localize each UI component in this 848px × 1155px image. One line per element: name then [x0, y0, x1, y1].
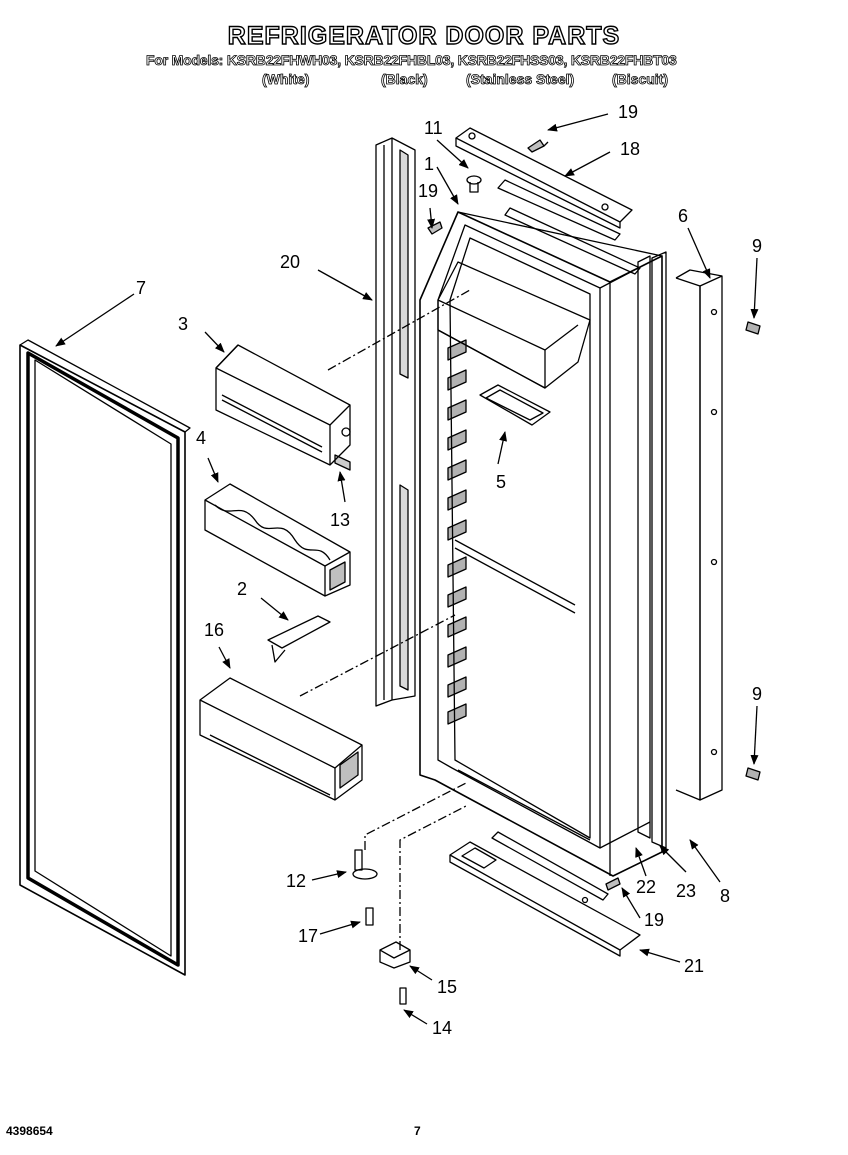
hinge-block — [379, 941, 411, 969]
callout-19-left: 19 — [418, 181, 438, 201]
hinge-pin — [352, 849, 378, 880]
dairy-door-hinge-pin — [334, 454, 351, 471]
door-bin — [199, 677, 363, 801]
callout-6: 6 — [678, 206, 688, 226]
bin-retainer-clip — [267, 615, 331, 663]
color-white: (White) — [262, 71, 310, 88]
screw-right-trim-top — [745, 321, 761, 335]
color-black: (Black) — [381, 71, 428, 88]
callout-21: 21 — [684, 956, 704, 976]
callout-8: 8 — [720, 886, 730, 906]
small-tray — [479, 384, 551, 426]
callout-20: 20 — [280, 252, 300, 272]
callout-16: 16 — [204, 620, 224, 640]
callout-19-top: 19 — [618, 102, 638, 122]
dairy-compartment — [215, 344, 351, 466]
callout-14: 14 — [432, 1018, 452, 1038]
callout-2: 2 — [237, 579, 247, 599]
screw-left-trim — [427, 221, 443, 235]
callout-4: 4 — [196, 428, 206, 448]
callout-15: 15 — [437, 977, 457, 997]
callout-numbers: 1 2 3 4 5 6 7 8 9 9 11 12 13 14 15 16 17… — [136, 102, 762, 1038]
screw-bottom-bracket — [605, 877, 621, 891]
callout-23: 23 — [676, 881, 696, 901]
door-top-housing — [437, 261, 591, 389]
callout-5: 5 — [496, 472, 506, 492]
screw-right-trim-bottom — [745, 767, 761, 781]
door-top-cap — [455, 127, 641, 275]
callout-9-bottom: 9 — [752, 684, 762, 704]
block-screw — [399, 987, 407, 1005]
right-door-trim — [675, 269, 723, 801]
callout-1: 1 — [424, 154, 434, 174]
color-stainless-steel: (Stainless Steel) — [466, 71, 575, 88]
callout-3: 3 — [178, 314, 188, 334]
callout-17: 17 — [298, 926, 318, 946]
assembly-leader-lines — [299, 289, 471, 950]
screw-upper-cap — [527, 139, 549, 153]
page-title: REFRIGERATOR DOOR PARTS — [227, 21, 621, 50]
callout-7: 7 — [136, 278, 146, 298]
bottom-hinge-bracket — [449, 831, 641, 957]
document-number: 4398654 — [6, 1124, 53, 1138]
door-liner-strip — [637, 255, 651, 839]
callout-12: 12 — [286, 871, 306, 891]
door-assembly — [419, 211, 663, 877]
egg-bin — [204, 483, 351, 597]
callout-11: 11 — [424, 118, 443, 138]
callout-22: 22 — [636, 877, 656, 897]
hinge-screw — [365, 907, 374, 926]
callout-9-top: 9 — [752, 236, 762, 256]
callout-arrows — [55, 113, 759, 1025]
left-door-trim — [375, 137, 416, 707]
callout-19-bottom: 19 — [644, 910, 664, 930]
callout-13: 13 — [330, 510, 350, 530]
door-shelf-supports — [447, 339, 467, 725]
cap-plug — [466, 175, 482, 193]
models-line: For Models: KSRB22FHWH03, KSRB22FHBL03, … — [146, 52, 678, 69]
color-biscuit: (Biscuit) — [612, 71, 669, 88]
door-liner-seal — [651, 251, 667, 849]
callout-18: 18 — [620, 139, 640, 159]
door-gasket — [19, 339, 191, 976]
page-number: 7 — [414, 1124, 421, 1138]
